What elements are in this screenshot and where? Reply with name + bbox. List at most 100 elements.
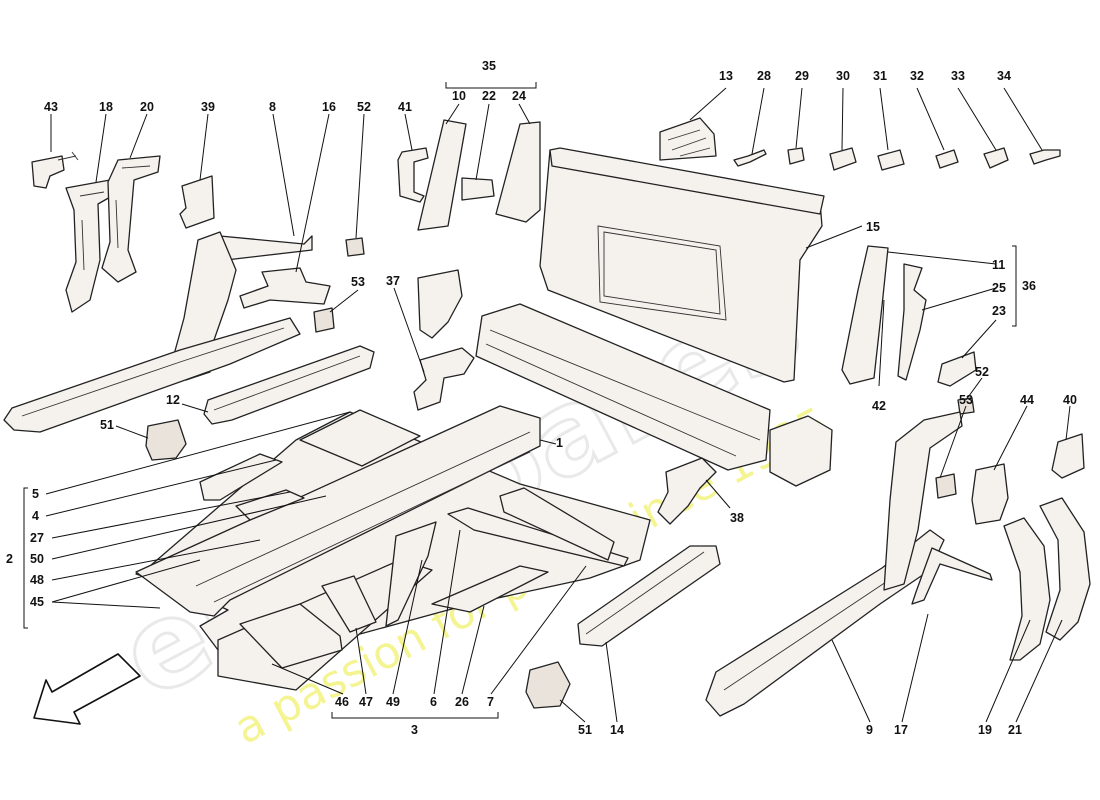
callout-32: 32 bbox=[910, 69, 924, 83]
callout-28: 28 bbox=[757, 69, 771, 83]
callout-22: 22 bbox=[482, 89, 496, 103]
part-29-plug bbox=[787, 147, 805, 165]
part-42-pillar bbox=[841, 245, 889, 385]
part-34-bolt bbox=[1029, 149, 1061, 165]
callout-47: 47 bbox=[359, 695, 373, 709]
part-21-arch bbox=[1039, 497, 1091, 641]
part-20-detail bbox=[115, 165, 151, 249]
part-16-bracket bbox=[239, 267, 331, 309]
callout-49: 49 bbox=[386, 695, 400, 709]
part-12-detail bbox=[213, 355, 361, 411]
part-1-tunnel bbox=[135, 405, 541, 617]
callout-43: 43 bbox=[44, 100, 58, 114]
part-51-block-bottom bbox=[525, 661, 571, 709]
part-43-clip bbox=[31, 155, 65, 189]
callout-labels: 43 18 20 39 8 16 52 41 35 10 22 24 13 28… bbox=[6, 59, 1077, 737]
callout-42: 42 bbox=[872, 399, 886, 413]
part-53-block-right bbox=[935, 473, 957, 499]
callout-30: 30 bbox=[836, 69, 850, 83]
callout-53-a: 53 bbox=[351, 275, 365, 289]
callout-4: 4 bbox=[32, 509, 39, 523]
part-15-top-rail bbox=[549, 147, 825, 215]
part-rear-crossmember bbox=[475, 303, 771, 471]
part-9-upright bbox=[883, 411, 963, 591]
callout-26: 26 bbox=[455, 695, 469, 709]
part-left-sill bbox=[3, 317, 301, 433]
part-44-bracket bbox=[971, 463, 1009, 525]
part-24-panel bbox=[495, 121, 541, 223]
callout-33: 33 bbox=[951, 69, 965, 83]
part-47-bracket bbox=[321, 575, 377, 633]
callout-18: 18 bbox=[99, 100, 113, 114]
part-left-sill-detail bbox=[21, 327, 285, 417]
part-33-stud bbox=[983, 147, 1009, 169]
callout-41: 41 bbox=[398, 100, 412, 114]
callout-19: 19 bbox=[978, 723, 992, 737]
part-46-bracket bbox=[239, 603, 343, 669]
part-49-member bbox=[385, 521, 437, 627]
callout-39: 39 bbox=[201, 100, 215, 114]
callout-8: 8 bbox=[269, 100, 276, 114]
part-20-pillar bbox=[101, 155, 161, 283]
callout-12: 12 bbox=[166, 393, 180, 407]
callout-2: 2 bbox=[6, 552, 13, 566]
part-7-rail bbox=[499, 487, 615, 561]
part-1-tunnel-detail bbox=[195, 431, 531, 603]
part-30-bush bbox=[829, 147, 857, 171]
orientation-arrow bbox=[33, 653, 141, 725]
part-22-bracket bbox=[461, 177, 495, 201]
callout-5: 5 bbox=[32, 487, 39, 501]
callout-6: 6 bbox=[430, 695, 437, 709]
callout-53-b: 53 bbox=[959, 393, 973, 407]
part-51-block-top bbox=[145, 419, 187, 461]
part-18-detail bbox=[79, 191, 105, 271]
part-32-bush bbox=[935, 149, 959, 169]
callout-13: 13 bbox=[719, 69, 733, 83]
part-14-detail bbox=[585, 551, 705, 635]
part-15-window bbox=[597, 225, 727, 321]
callout-17: 17 bbox=[894, 723, 908, 737]
callout-15: 15 bbox=[866, 220, 880, 234]
part-14-sill bbox=[577, 545, 721, 647]
part-37-bracket bbox=[413, 347, 475, 411]
part-8-rail bbox=[219, 235, 313, 261]
part-upper-bracket bbox=[417, 269, 463, 339]
part-17-bracket bbox=[911, 547, 993, 605]
part-26-bracket bbox=[431, 565, 549, 613]
callout-40: 40 bbox=[1063, 393, 1077, 407]
callout-10: 10 bbox=[452, 89, 466, 103]
part-23-bracket bbox=[937, 351, 977, 387]
part-box-right bbox=[769, 415, 833, 487]
callout-35: 35 bbox=[482, 59, 496, 73]
part-38-bracket bbox=[657, 457, 717, 525]
callout-45: 45 bbox=[30, 595, 44, 609]
part-52-block-left bbox=[345, 237, 365, 257]
part-19-arch bbox=[1003, 517, 1051, 661]
part-31-bush bbox=[877, 149, 905, 171]
callout-1: 1 bbox=[556, 436, 563, 450]
part-6-member bbox=[447, 507, 629, 567]
callout-44: 44 bbox=[1020, 393, 1034, 407]
part-25-bracket bbox=[897, 263, 927, 381]
callout-50: 50 bbox=[30, 552, 44, 566]
part-43-clip-stud bbox=[57, 151, 79, 161]
part-10-panel bbox=[417, 119, 467, 231]
part-39-bracket bbox=[179, 175, 215, 229]
callout-46: 46 bbox=[335, 695, 349, 709]
callout-9: 9 bbox=[866, 723, 873, 737]
callout-52-a: 52 bbox=[357, 100, 371, 114]
callout-37: 37 bbox=[386, 274, 400, 288]
callout-7: 7 bbox=[487, 695, 494, 709]
part-18-pillar bbox=[65, 179, 113, 313]
part-9-sill-detail bbox=[723, 581, 887, 691]
callout-20: 20 bbox=[140, 100, 154, 114]
callout-16: 16 bbox=[322, 100, 336, 114]
part-40-bracket bbox=[1051, 433, 1085, 479]
parts-drawings bbox=[3, 117, 1091, 725]
callout-38: 38 bbox=[730, 511, 744, 525]
callout-52-b: 52 bbox=[975, 365, 989, 379]
callout-23: 23 bbox=[992, 304, 1006, 318]
part-5-bracket bbox=[199, 453, 283, 501]
part-12-sill bbox=[203, 345, 375, 425]
